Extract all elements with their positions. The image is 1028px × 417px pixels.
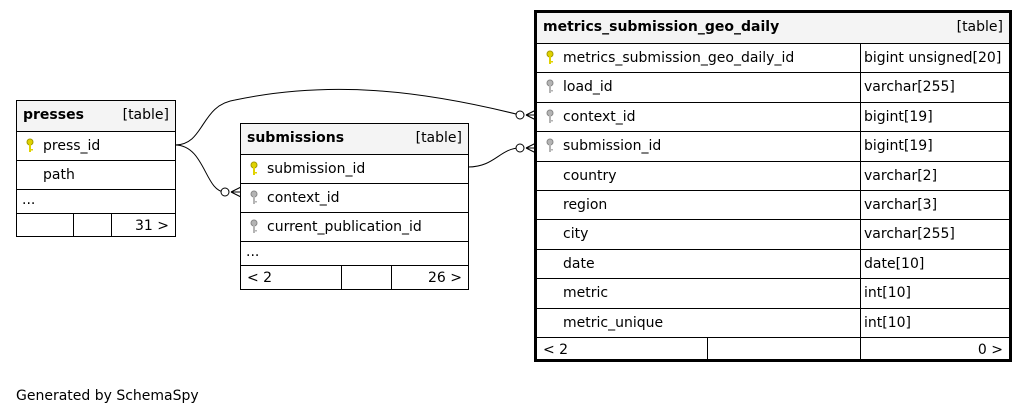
ellipsis: ... xyxy=(22,192,36,208)
column-type: int[10] xyxy=(864,285,911,302)
relationship-optional-marker xyxy=(515,110,525,120)
column-type: bigint[19] xyxy=(864,138,933,155)
relationship-optional-marker xyxy=(515,143,525,153)
foreign-key-icon xyxy=(546,79,554,94)
column-name: path xyxy=(43,167,75,183)
table-footer: 31 > xyxy=(17,213,175,236)
table-kind: [table] xyxy=(415,130,462,146)
table-header: metrics_submission_geo_daily [table] xyxy=(537,13,1009,43)
primary-key-icon xyxy=(250,161,258,175)
table-name: metrics_submission_geo_daily xyxy=(543,19,780,35)
column-row[interactable]: city varchar[255] xyxy=(537,219,1009,249)
column-row[interactable]: submission_id bigint[19] xyxy=(537,131,1009,161)
table-header: submissions [table] xyxy=(241,124,468,154)
primary-key-icon xyxy=(26,138,34,152)
relationship-many-marker xyxy=(230,186,242,198)
column-name: submission_id xyxy=(563,138,662,155)
parents-count[interactable]: < 2 xyxy=(543,342,569,358)
column-name: date xyxy=(563,255,595,272)
relationship-presses-to-metrics xyxy=(174,88,521,146)
column-row[interactable]: region varchar[3] xyxy=(537,190,1009,220)
parents-count[interactable]: < 2 xyxy=(247,270,273,286)
column-name: country xyxy=(563,167,617,184)
relationship-optional-marker xyxy=(220,187,230,197)
table-name: submissions xyxy=(247,130,345,146)
table-kind: [table] xyxy=(956,19,1003,35)
table-footer: < 2 26 > xyxy=(241,265,468,289)
table-presses[interactable]: presses [table] press_id path ... 31 > xyxy=(16,100,176,237)
column-name: load_id xyxy=(563,79,613,96)
column-type: bigint unsigned[20] xyxy=(864,50,1002,66)
column-row[interactable]: metrics_submission_geo_daily_id bigint un… xyxy=(537,43,1009,73)
table-submissions[interactable]: submissions [table] submission_id contex… xyxy=(240,123,469,290)
column-type: date[10] xyxy=(864,255,925,272)
column-type: varchar[3] xyxy=(864,197,938,213)
column-name: city xyxy=(563,226,589,243)
column-name: press_id xyxy=(43,138,101,154)
column-type: bigint[19] xyxy=(864,108,933,125)
column-row[interactable]: metric int[10] xyxy=(537,278,1009,308)
column-name: context_id xyxy=(267,190,340,206)
ellipsis: ... xyxy=(246,244,260,260)
column-row[interactable]: current_publication_id xyxy=(241,212,468,241)
table-metrics-submission-geo-daily[interactable]: metrics_submission_geo_daily [table] met… xyxy=(534,10,1012,362)
column-type: varchar[255] xyxy=(864,226,955,243)
column-row[interactable]: path xyxy=(17,160,175,189)
column-name: current_publication_id xyxy=(267,219,422,235)
column-name: context_id xyxy=(563,108,636,125)
foreign-key-icon xyxy=(546,138,554,153)
column-name: submission_id xyxy=(267,161,366,177)
primary-key-icon xyxy=(546,50,554,64)
foreign-key-icon xyxy=(546,109,554,123)
column-name: metric_unique xyxy=(563,314,664,331)
column-row[interactable]: country varchar[2] xyxy=(537,160,1009,190)
column-row[interactable]: load_id varchar[255] xyxy=(537,72,1009,102)
relationship-submissions-to-metrics xyxy=(467,147,521,168)
relationship-presses-to-submissions xyxy=(174,144,226,193)
foreign-key-icon xyxy=(250,219,258,233)
column-row[interactable]: date date[10] xyxy=(537,248,1009,279)
column-row[interactable]: metric_unique int[10] xyxy=(537,307,1009,337)
foreign-key-icon xyxy=(250,190,258,204)
children-count[interactable]: 0 > xyxy=(977,342,1003,358)
column-name: metric xyxy=(563,285,609,302)
more-columns: ... xyxy=(17,189,175,213)
column-row[interactable]: context_id bigint[19] xyxy=(537,101,1009,132)
column-type: int[10] xyxy=(864,314,911,331)
column-type: varchar[2] xyxy=(864,167,938,184)
table-header: presses [table] xyxy=(17,101,175,131)
column-name: region xyxy=(563,197,608,213)
column-row[interactable]: submission_id xyxy=(241,154,468,183)
more-columns: ... xyxy=(241,241,468,265)
children-count[interactable]: 26 > xyxy=(428,270,462,286)
column-type: varchar[255] xyxy=(864,79,955,96)
column-row[interactable]: context_id xyxy=(241,183,468,212)
table-kind: [table] xyxy=(122,107,169,123)
generated-by-label: Generated by SchemaSpy xyxy=(16,388,199,404)
table-footer: < 2 0 > xyxy=(537,337,1009,362)
table-name: presses xyxy=(23,107,84,123)
column-row[interactable]: press_id xyxy=(17,131,175,160)
children-count[interactable]: 31 > xyxy=(135,218,169,234)
column-name: metrics_submission_geo_daily_id xyxy=(563,50,795,66)
